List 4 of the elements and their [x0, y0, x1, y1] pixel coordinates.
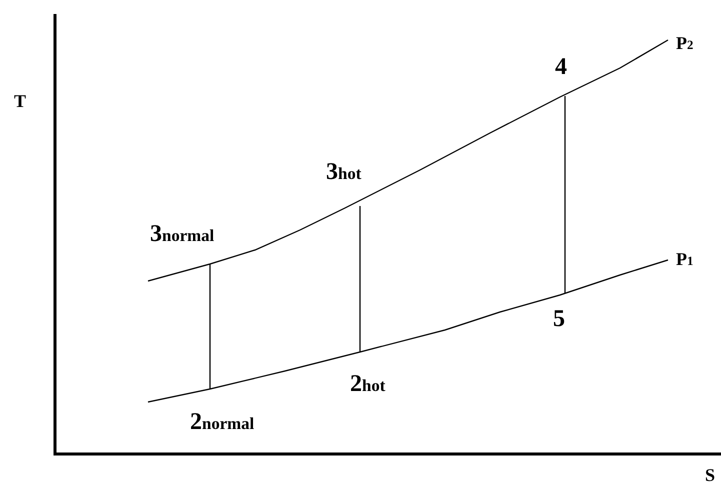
state-label: 5 [553, 307, 565, 331]
axis-label: S [705, 466, 716, 484]
state-label: 4 [555, 55, 567, 79]
axis-label: T [14, 92, 26, 110]
